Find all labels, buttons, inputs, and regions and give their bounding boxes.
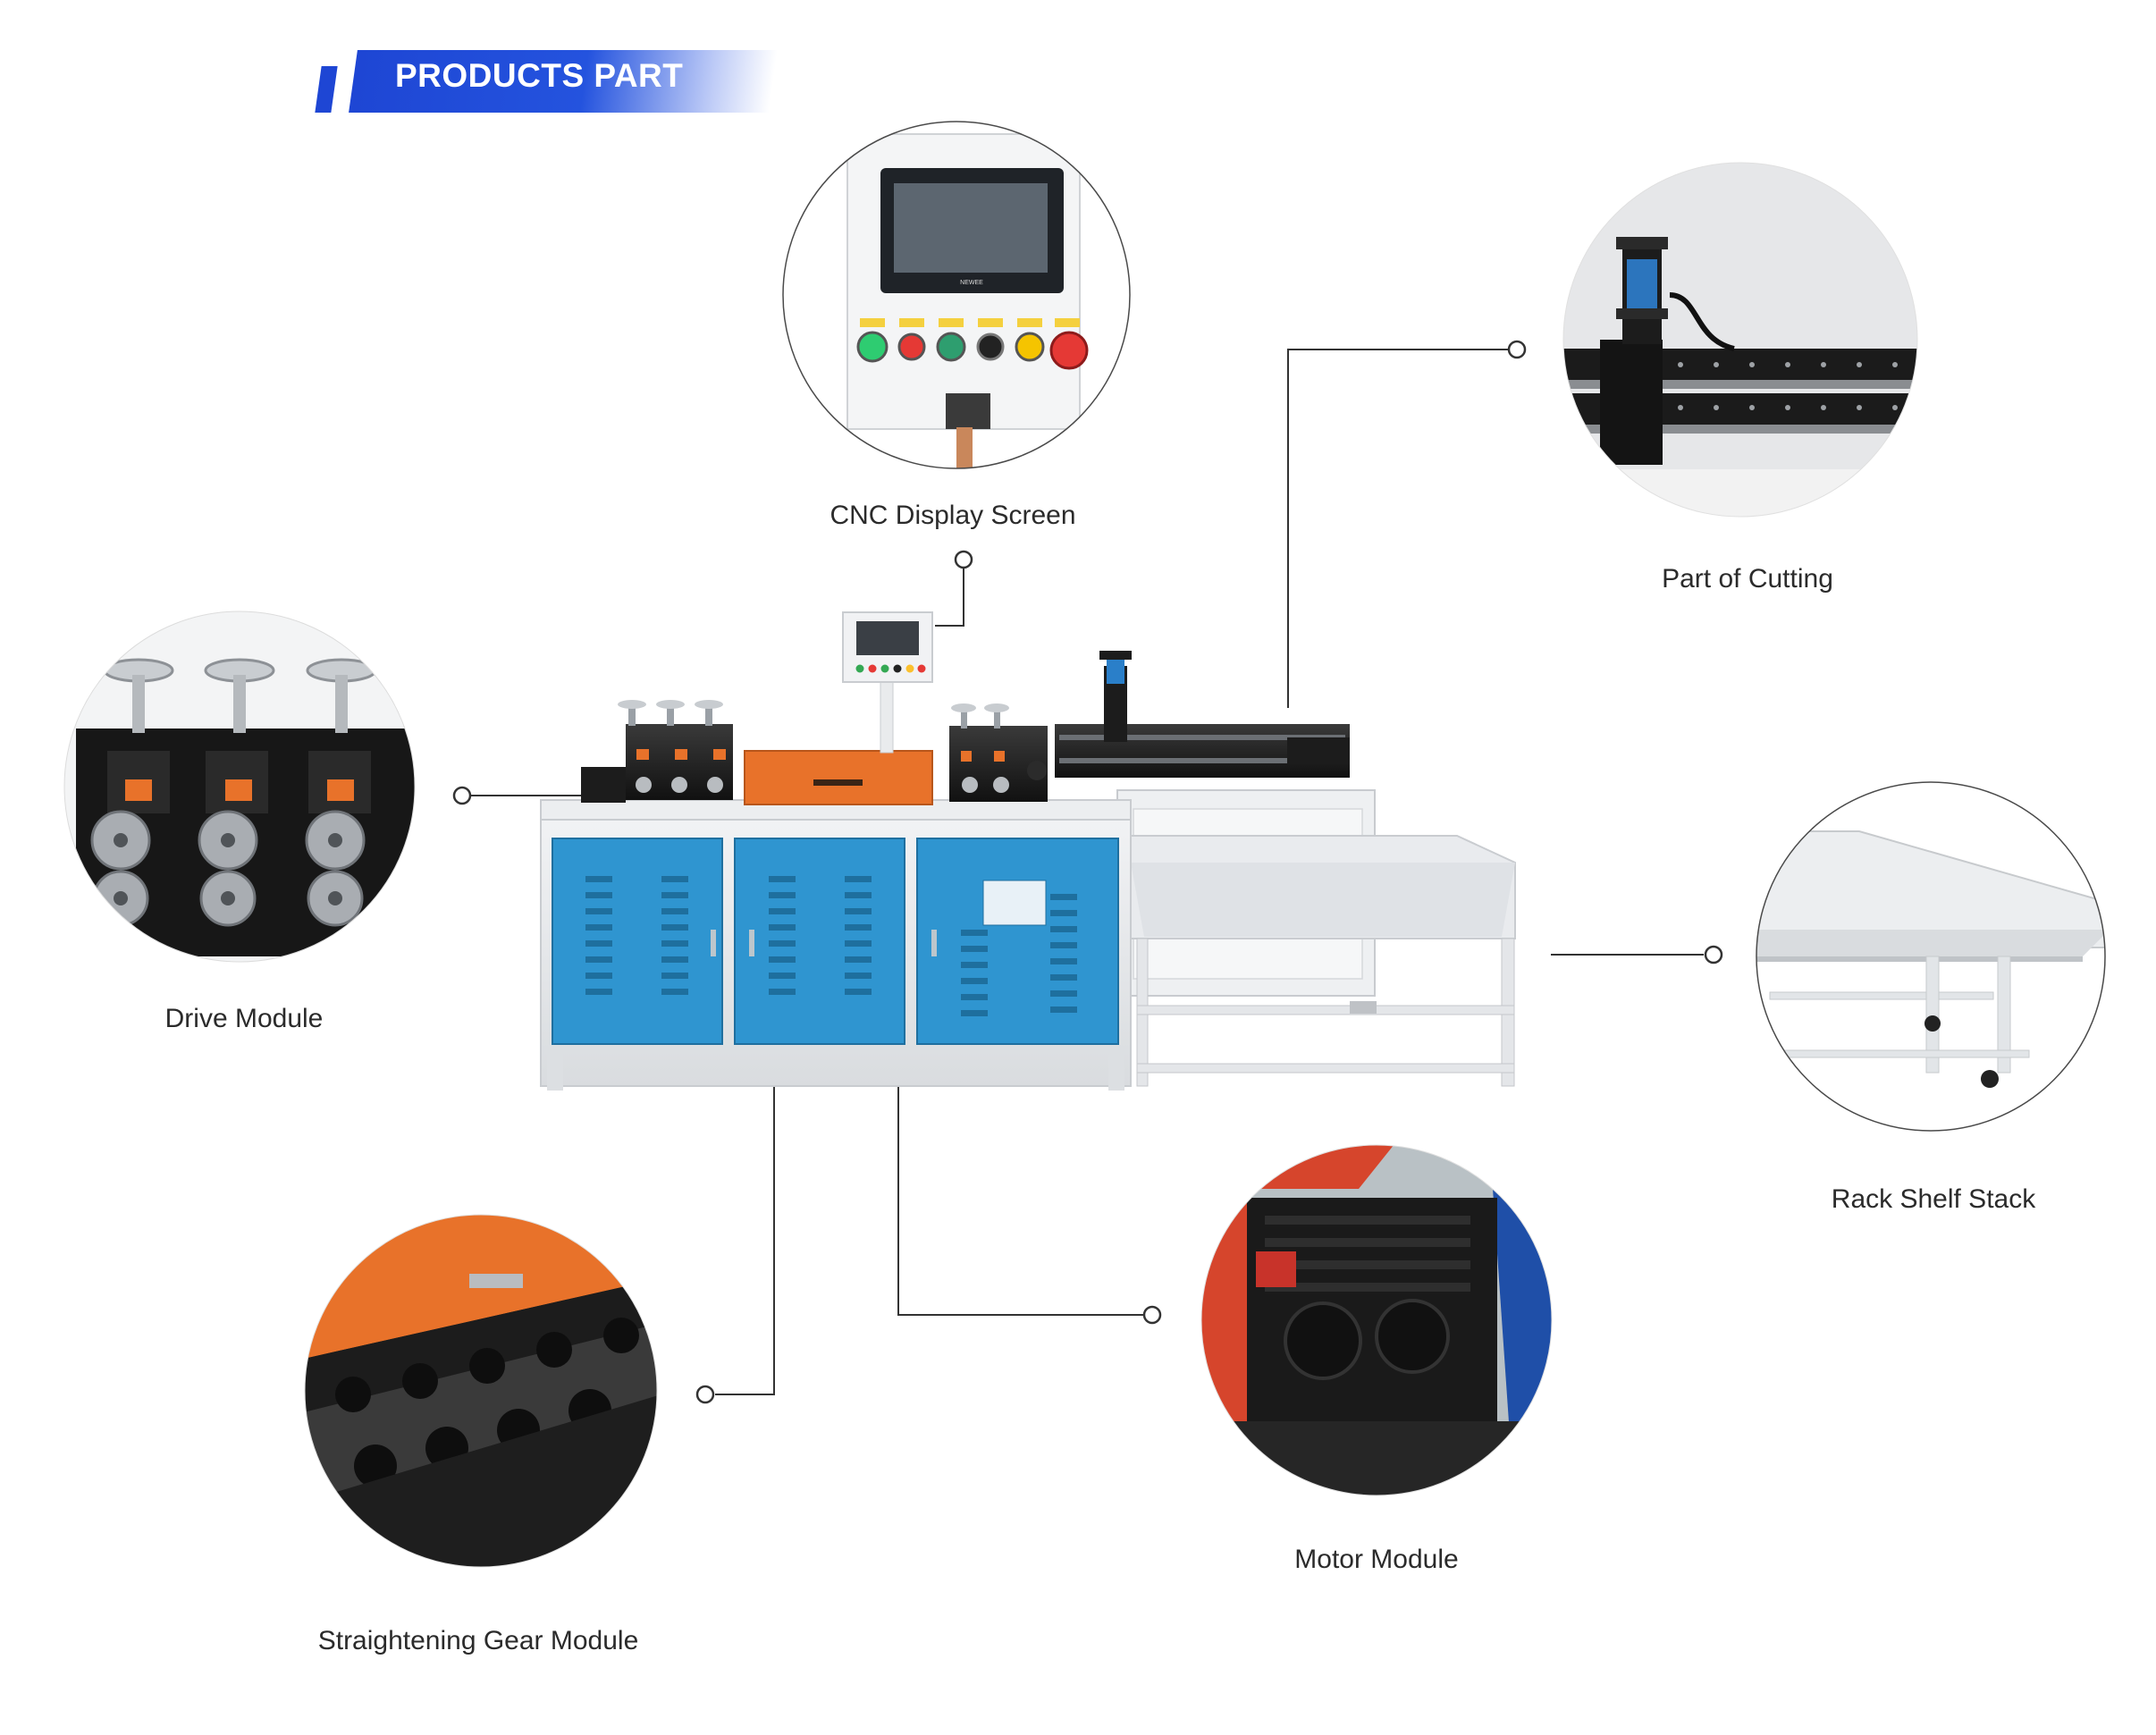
cutting-rail-icon <box>1563 163 1917 517</box>
machine-right-drive-block <box>949 703 1048 802</box>
leader-dots <box>452 340 1723 1404</box>
label-straightening-gear-module: Straightening Gear Module <box>317 1626 639 1655</box>
screen-brand: NEWEE <box>960 280 983 286</box>
circle-drive-border <box>63 611 416 963</box>
label-drive-module: Drive Module <box>164 1004 324 1033</box>
machine-drive-block <box>581 700 733 803</box>
dot-cutting <box>1507 340 1527 359</box>
machine-cnc-panel <box>842 611 933 754</box>
blue-cabinet-doors <box>552 838 1119 1045</box>
dot-motor <box>1142 1305 1162 1325</box>
leader-line-cutting <box>1287 349 1517 708</box>
label-motor-module: Motor Module <box>1294 1545 1459 1574</box>
wire-bending-machine <box>540 611 1516 1091</box>
rack-shelf-icon <box>1756 782 2105 1131</box>
cnc-panel-icon: NEWEE <box>783 122 1130 468</box>
label-part-of-cutting: Part of Cutting <box>1662 564 1833 594</box>
circle-cutting-border <box>1562 162 1918 518</box>
leader-line-cnc <box>935 560 964 627</box>
rack-table <box>1116 789 1516 1087</box>
label-rack-shelf-stack: Rack Shelf Stack <box>1831 1184 2036 1214</box>
gear-plate-icon <box>305 1215 657 1567</box>
servo-motor-icon <box>1201 1145 1552 1495</box>
machine-cutting-unit <box>1055 651 1350 778</box>
dot-gear <box>695 1385 715 1404</box>
circle-cnc-border <box>782 121 1131 469</box>
circle-rack-border <box>1756 781 2106 1132</box>
dot-rack <box>1704 945 1723 964</box>
dot-cnc <box>954 550 973 569</box>
circle-gear-border <box>304 1214 658 1568</box>
dot-drive <box>452 786 472 805</box>
section-header: PRODUCTS PART <box>313 50 778 113</box>
machine-orange-module <box>744 750 933 805</box>
label-cnc-display-screen: CNC Display Screen <box>830 501 1076 530</box>
section-title: PRODUCTS PART <box>395 57 684 94</box>
drive-rollers-icon <box>64 611 415 962</box>
circle-motor-border <box>1200 1144 1553 1496</box>
